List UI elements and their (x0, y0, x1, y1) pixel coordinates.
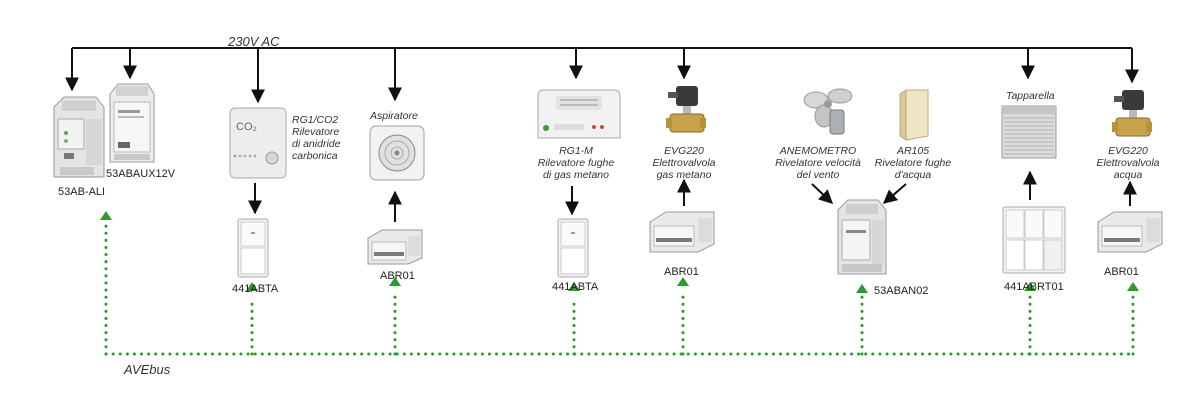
relay-3-code: ABR01 (1104, 266, 1139, 278)
co2-sensor-line-4: carbonica (292, 150, 338, 162)
bus-arrow-psu (100, 211, 112, 220)
psu-ali-code: 53AB-ALI (58, 186, 106, 198)
relay-3-device (1097, 211, 1163, 253)
bus-arrow-module-2 (568, 282, 580, 291)
arrow-anemometer-to-din (811, 183, 834, 204)
bus-arrow-relay-3 (1127, 282, 1139, 291)
gas-valve-label: EVG220 Elettrovalvola gas metano (652, 145, 715, 181)
co2-sensor-line-1: RG1/CO2 (292, 114, 339, 126)
water-sensor-line-2: Rivelatore fughe (874, 157, 952, 169)
water-valve-line-3: acqua (1113, 169, 1143, 181)
water-valve-line-2: Elettrovalvola (1096, 157, 1160, 169)
gas-detector-device (537, 89, 621, 139)
switch-module-device (1002, 206, 1066, 274)
din-module-device (837, 199, 887, 275)
relay-2-device (649, 211, 715, 253)
gas-detector-line-1: RG1-M (559, 145, 593, 157)
anemometer-label: ANEMOMETRO Rivelatore velocità del vento (775, 145, 861, 181)
din-module-code: 53ABAN02 (874, 285, 929, 297)
water-valve-device (1112, 90, 1152, 137)
gas-valve-line-3: gas metano (656, 169, 712, 181)
anemometer-device (803, 88, 853, 135)
gas-detector-line-2: Rilevatore fughe (537, 157, 615, 169)
bus-arrow-relay-1 (389, 277, 401, 286)
module-1-device (237, 218, 269, 278)
co2-sensor-label: RG1/CO2 Rilevatore di anidride carbonica (292, 114, 340, 162)
arrow-water-to-din (882, 183, 907, 204)
water-valve-line-1: EVG220 (1108, 145, 1148, 157)
power-line-label: 230V AC (228, 34, 280, 49)
bus-arrow-relay-2 (677, 277, 689, 286)
co2-display-text: CO₂ (236, 121, 257, 133)
module-2-device (557, 218, 589, 278)
co2-sensor-device: CO₂ (229, 107, 287, 179)
aspiratore-label: Aspiratore (370, 110, 418, 122)
psu-ali-device (53, 96, 105, 178)
switch-module-code: 441ABRT01 (1004, 281, 1064, 293)
gas-detector-line-3: di gas metano (543, 169, 609, 181)
water-valve-label: EVG220 Elettrovalvola acqua (1096, 145, 1159, 181)
anemometer-line-3: del vento (796, 169, 840, 181)
gas-valve-line-2: Elettrovalvola (652, 157, 716, 169)
module-2-code: 441ABTA (552, 281, 599, 293)
psu-aux-device (109, 83, 155, 163)
water-sensor-label: AR105 Rivelatore fughe d'acqua (875, 145, 951, 181)
anemometer-line-2: Rivelatore velocità (775, 157, 861, 169)
co2-sensor-line-3: di anidride (292, 138, 341, 150)
relay-1-code: ABR01 (380, 270, 415, 282)
water-sensor-line-1: AR105 (896, 145, 930, 157)
psu-aux-code: 53ABAUX12V (106, 168, 176, 180)
water-sensor-line-3: d'acqua (894, 169, 932, 181)
co2-sensor-line-2: Rilevatore (292, 126, 340, 138)
tapparella-device (1001, 105, 1057, 159)
aspiratore-device (369, 125, 425, 181)
relay-2-code: ABR01 (664, 266, 699, 278)
bus-arrow-switch (1024, 282, 1036, 291)
bus-line-label: AVEbus (124, 362, 171, 377)
bus-arrow-module-1 (246, 282, 258, 291)
tapparella-label: Tapparella (1006, 90, 1055, 102)
relay-1-device (367, 229, 423, 265)
gas-valve-device (666, 86, 706, 133)
module-1-code: 441ABTA (232, 283, 279, 295)
anemometer-line-1: ANEMOMETRO (779, 145, 857, 157)
bus-arrow-din (856, 284, 868, 293)
water-sensor-device (899, 89, 929, 141)
gas-valve-line-1: EVG220 (664, 145, 704, 157)
gas-detector-label: RG1-M Rilevatore fughe di gas metano (538, 145, 614, 181)
